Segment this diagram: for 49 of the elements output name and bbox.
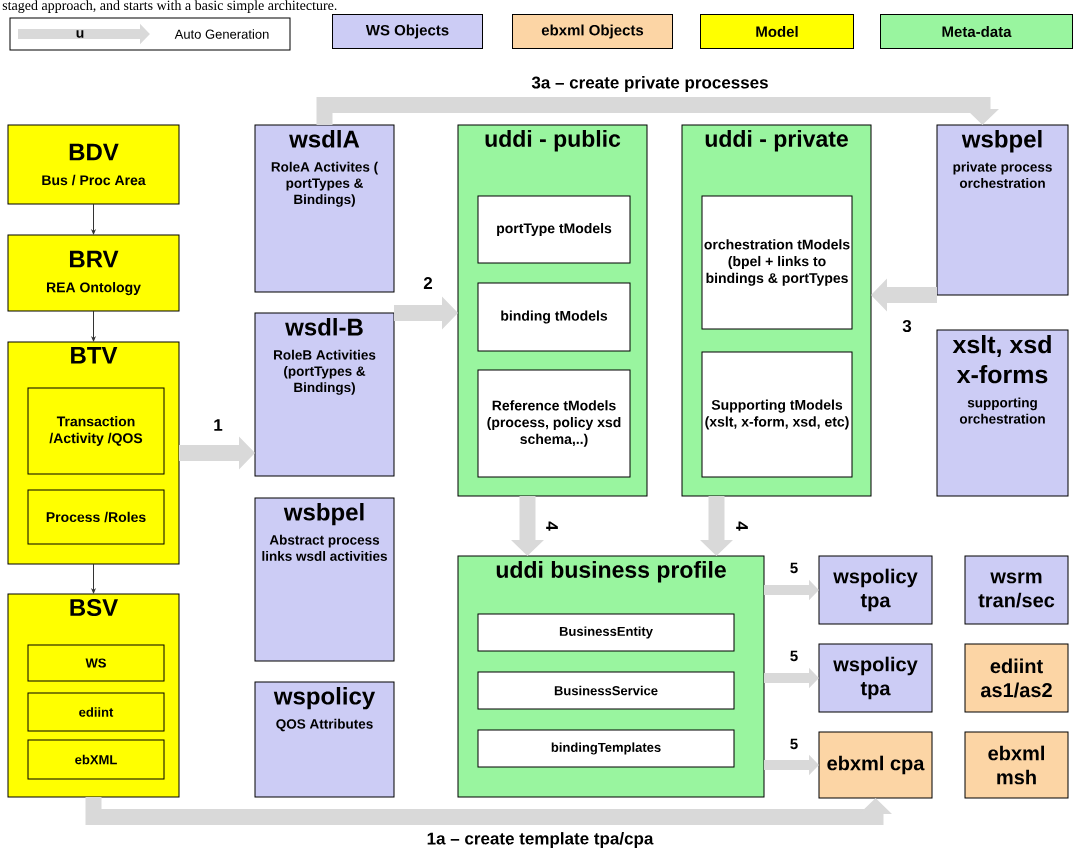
arrow: [91, 310, 96, 342]
object-box: ebxml msh: [964, 731, 1069, 799]
edge-label: 4: [544, 519, 560, 533]
model-box: Transaction /Activity /QOS: [27, 387, 165, 475]
arrow: [91, 563, 96, 594]
legend-item: Model: [700, 14, 854, 49]
model-box: ediint: [27, 692, 165, 732]
arrow: [91, 203, 96, 235]
edge-label: 1a – create template tpa/cpa: [425, 830, 655, 850]
object-box: ebxml cpa: [818, 731, 933, 799]
object-box: wspolicy tpa: [818, 643, 933, 713]
edge-label: 5: [788, 561, 800, 575]
object-box: xslt, xsd x-forms supporting orchestration: [936, 329, 1069, 497]
model-box: BDV Bus / Proc Area: [7, 124, 180, 205]
tmodel-box: orchestration tModels (bpel + links to bindings & portTypes: [701, 195, 853, 330]
record-box: bindingTemplates: [477, 729, 735, 768]
process-arrow: [316, 97, 999, 125]
legend-item: WS Objects: [332, 14, 483, 49]
edge-label: 1: [211, 417, 225, 433]
model-box: ebXML: [27, 739, 165, 780]
edge-label: 3: [900, 318, 914, 334]
model-box: WS: [27, 644, 165, 682]
edge-label: 5: [788, 737, 800, 751]
edge-label: 3a – create private processes: [529, 74, 771, 94]
object-box: wsbpel private process orchestration: [936, 124, 1069, 296]
model-box: BRV REA Ontology: [7, 234, 180, 312]
model-box: Process /Roles: [27, 489, 165, 545]
legend-item: ebxml Objects: [512, 14, 673, 49]
tmodel-box: binding tModels: [477, 282, 631, 352]
label: u: [76, 30, 84, 38]
edge-label: 2: [421, 275, 435, 291]
object-box: wsbpel Abstract process links wsdl activities: [254, 497, 395, 662]
object-box: ediint as1/as2: [964, 643, 1069, 713]
record-box: BusinessService: [477, 671, 735, 710]
page-text: staged approach, and starts with a basic simple architecture.: [2, 0, 337, 13]
record-box: BusinessEntity: [477, 613, 735, 652]
object-box: wsrm tran/sec: [964, 555, 1069, 625]
edge-label: 5: [788, 649, 800, 663]
object-box: wspolicy QOS Attributes: [254, 681, 395, 798]
object-box: wsdlA RoleA Activites ( portTypes & Bindings): [254, 124, 395, 293]
legend-item: Meta-data: [880, 14, 1073, 49]
legend-item: u Auto Generation: [9, 17, 291, 51]
edge-label: 4: [734, 519, 750, 533]
legend-label: Auto Generation: [174, 29, 269, 39]
object-box: wspolicy tpa: [818, 555, 933, 625]
tmodel-box: portType tModels: [477, 195, 631, 264]
tmodel-box: Supporting tModels (xslt, x-form, xsd, etc): [701, 351, 853, 478]
object-box: wsdl-B RoleB Activities (portTypes & Bindings): [254, 312, 395, 477]
tmodel-box: Reference tModels (process, policy xsd schema,..): [477, 369, 631, 478]
